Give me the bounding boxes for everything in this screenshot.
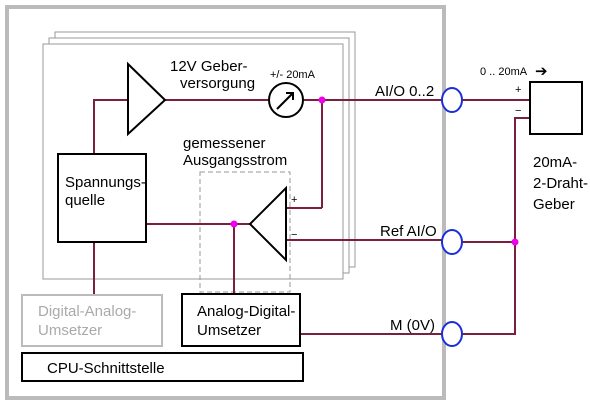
current-range-label: 0 .. 20mA (480, 66, 528, 78)
ground-label: M (0V) (390, 317, 435, 334)
cpu-interface-label: CPU-Schnittstelle (47, 360, 165, 377)
supply-label-1: 12V Geber- (170, 58, 248, 75)
adc-label-1: Analog-Digital- (197, 303, 295, 320)
connector-ref-aio (441, 229, 463, 255)
amplifier-plus-sign: + (291, 194, 297, 206)
supply-label-2: versorgung (180, 75, 255, 92)
amplifier-minus-sign: − (291, 229, 297, 241)
module-frame (5, 5, 446, 400)
transmitter-label-3: Geber (533, 196, 575, 213)
transmitter-plus-sign: + (515, 84, 521, 96)
voltage-source-block (57, 153, 147, 243)
connector-aio (441, 87, 463, 113)
dac-block (21, 294, 163, 347)
dac-label-2: Umsetzer (38, 322, 102, 339)
adc-block (181, 293, 301, 347)
supply-amplifier (127, 61, 167, 137)
connector-ground (441, 321, 463, 347)
dac-label-1: Digital-Analog- (38, 303, 136, 320)
ref-aio-label: Ref AI/O (380, 223, 437, 240)
transmitter-label-2: 2-Draht- (533, 175, 588, 192)
measurement-amplifier (248, 185, 287, 263)
ammeter-arrowhead (286, 92, 294, 100)
junction-dot (230, 220, 238, 228)
current-direction-arrow: ➔ (535, 63, 548, 80)
cpu-interface-block (21, 352, 304, 382)
measurement-region (199, 171, 291, 293)
transmitter-block (529, 81, 583, 135)
junction-dot (318, 96, 326, 104)
transmitter-minus-sign: − (515, 105, 521, 117)
ammeter-needle (276, 92, 294, 110)
measured-current-label-2: Ausgangsstrom (183, 152, 287, 169)
aio-channel-label: AI/O 0..2 (375, 83, 434, 100)
transmitter-label-1: 20mA- (533, 154, 577, 171)
ammeter-range-label: +/- 20mA (270, 69, 316, 81)
wires (93, 93, 531, 335)
junction-dot (511, 238, 519, 246)
adc-label-2: Umsetzer (197, 322, 261, 339)
voltage-source-label-1: Spannungs- (65, 174, 146, 191)
voltage-source-label-2: quelle (65, 192, 105, 209)
measured-current-label-1: gemessener (183, 135, 266, 152)
